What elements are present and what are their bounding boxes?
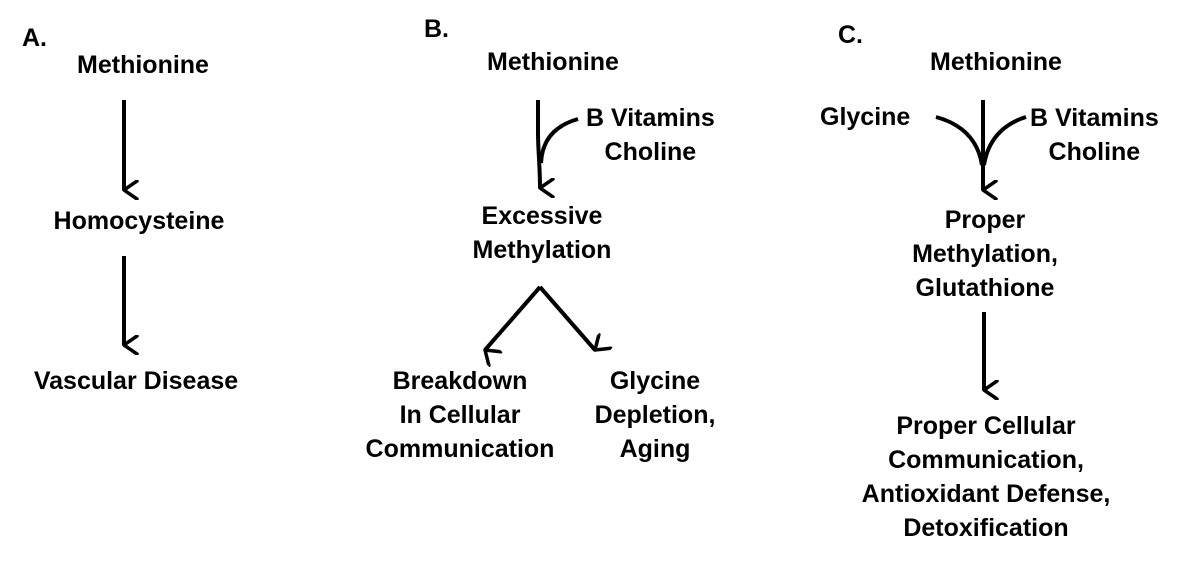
panel-c-outcome-line-3: Antioxidant Defense, xyxy=(861,480,1111,508)
arrow-c-glycine-curve xyxy=(935,115,984,166)
panel-c-middle-line-2: Methylation, xyxy=(912,240,1058,268)
panel-b-cofactor-choline: Choline xyxy=(604,138,697,166)
panel-a-label: A. xyxy=(22,24,47,52)
arrow-b-methionine-to-methylation xyxy=(536,100,540,188)
panel-c-cofactor-choline: Choline xyxy=(1048,138,1141,166)
panel-c-middle-line-1: Proper xyxy=(944,206,1026,234)
panel-c-glycine: Glycine xyxy=(820,103,911,131)
panel-b-right-line-2: Depletion, xyxy=(594,401,716,429)
panel-b-left-line-1: Breakdown xyxy=(392,367,528,395)
panel-c-proper-methylation: Proper Methylation, Glutathione xyxy=(912,203,1058,305)
panel-b-right-line-1: Glycine xyxy=(609,367,701,395)
panel-c-outcome-line-1: Proper Cellular xyxy=(896,412,1076,440)
panel-b-breakdown-outcome: Breakdown In Cellular Communication xyxy=(366,364,555,466)
panel-b-label: B. xyxy=(424,15,449,43)
panel-c-middle-line-3: Glutathione xyxy=(915,274,1055,302)
panel-b-left-line-2: In Cellular xyxy=(399,401,521,429)
panel-b-methionine: Methionine xyxy=(487,48,619,76)
panel-b-cofactor-b-vitamins: B Vitamins xyxy=(586,104,715,132)
panel-c-cofactors: B Vitamins Choline xyxy=(1030,101,1159,169)
panel-c-outcome-line-4: Detoxification xyxy=(903,514,1069,542)
panel-c-cofactor-b-vitamins: B Vitamins xyxy=(1030,104,1159,132)
panel-c-label: C. xyxy=(838,21,863,49)
panel-a-vascular-disease: Vascular Disease xyxy=(33,367,239,395)
panel-a-methionine: Methionine xyxy=(77,51,209,79)
panel-b-cofactors: B Vitamins Choline xyxy=(586,101,715,169)
panel-b-excessive-methylation: Excessive Methylation xyxy=(473,199,612,267)
panel-b-middle-line-2: Methylation xyxy=(472,236,612,264)
panel-b-glycine-depletion-outcome: Glycine Depletion, Aging xyxy=(595,364,716,466)
panel-b-right-line-3: Aging xyxy=(619,435,691,463)
arrow-b-to-glycine-depletion xyxy=(538,285,595,350)
arrow-c-cofactor-curve xyxy=(982,115,1027,166)
panel-c-outcome-line-2: Communication, xyxy=(888,446,1084,474)
panel-a-homocysteine: Homocysteine xyxy=(53,207,225,235)
panel-b-left-line-3: Communication xyxy=(365,435,555,463)
arrow-b-to-breakdown xyxy=(485,285,542,350)
panel-b-middle-line-1: Excessive xyxy=(481,202,603,230)
arrow-b-cofactor-curve xyxy=(539,117,579,164)
panel-c-outcome: Proper Cellular Communication, Antioxida… xyxy=(862,409,1111,545)
panel-c-methionine: Methionine xyxy=(930,48,1062,76)
